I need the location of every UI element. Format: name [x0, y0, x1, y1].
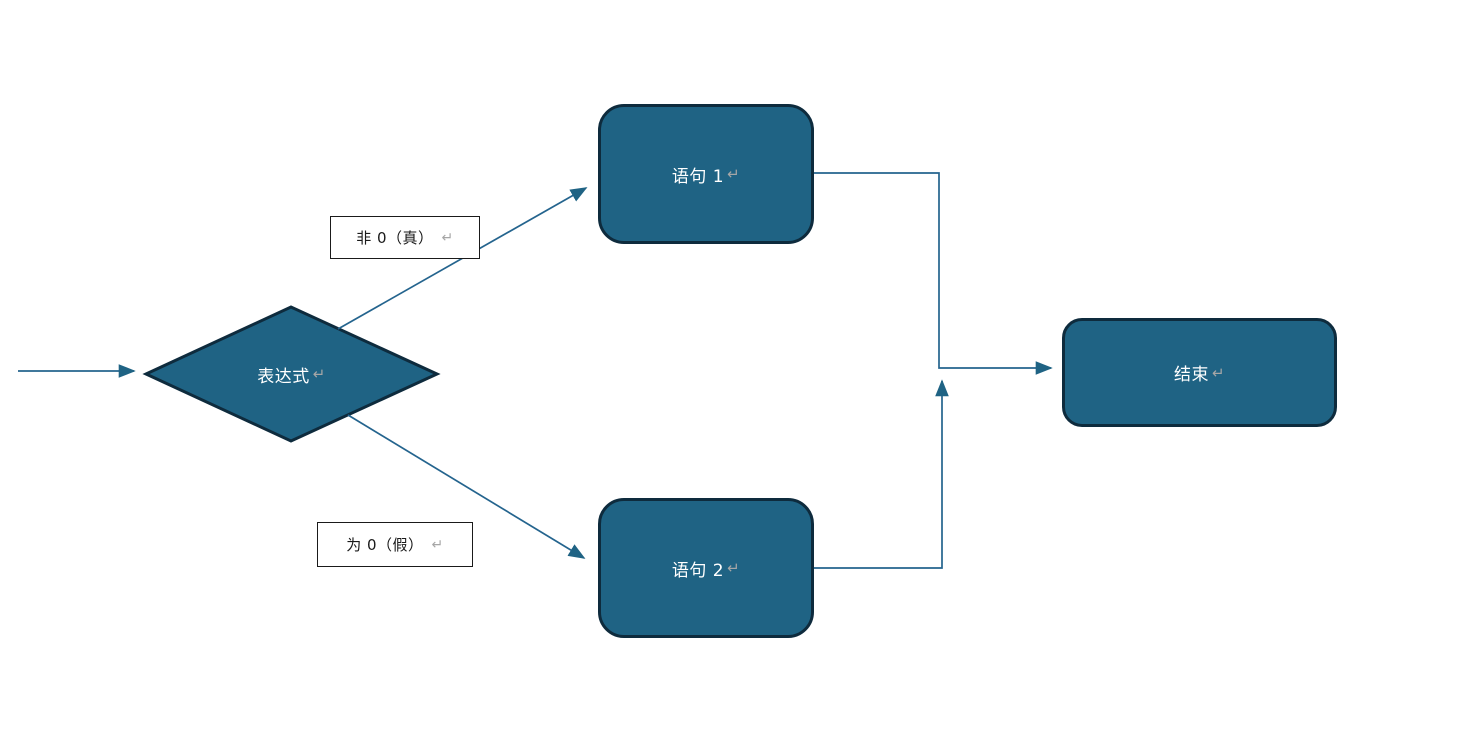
paragraph-mark-icon: ↵ — [727, 165, 741, 183]
paragraph-mark-icon: ↵ — [727, 559, 741, 577]
node-end-label: 结束 — [1173, 365, 1209, 385]
node-statement2-label: 语句 2 — [671, 560, 725, 581]
decision-diamond-shape[interactable] — [142, 305, 441, 443]
node-statement1[interactable]: 语句 1↵ — [598, 104, 814, 244]
label-branch-true-text: 非 0（真） — [356, 229, 434, 247]
statement2-to-junction-connector[interactable] — [814, 379, 949, 569]
false-branch-arrow[interactable] — [347, 414, 586, 559]
label-branch-true[interactable]: 非 0（真） ↵ — [330, 216, 480, 259]
paragraph-mark-icon: ↵ — [431, 536, 444, 553]
node-statement2[interactable]: 语句 2↵ — [598, 498, 814, 638]
paragraph-mark-icon: ↵ — [441, 229, 454, 246]
node-end[interactable]: 结束↵ — [1062, 318, 1337, 427]
node-statement1-label: 语句 1 — [671, 166, 725, 187]
statement1-to-end-connector[interactable] — [814, 172, 1053, 375]
label-branch-false[interactable]: 为 0（假） ↵ — [317, 522, 473, 567]
label-branch-false-text: 为 0（假） — [346, 536, 424, 554]
paragraph-mark-icon: ↵ — [1211, 363, 1226, 382]
